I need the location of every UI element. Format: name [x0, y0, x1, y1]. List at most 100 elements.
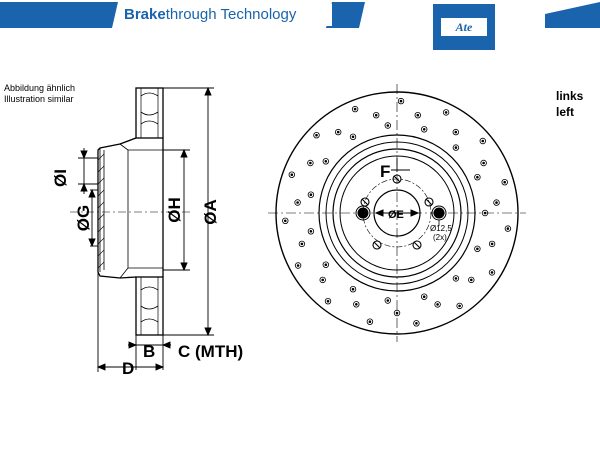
drill-hole-center	[300, 242, 304, 246]
drill-hole	[501, 178, 508, 186]
dim-label-e: ØE	[388, 209, 404, 221]
drill-hole	[319, 276, 326, 284]
drill-hole-center	[374, 113, 378, 117]
drill-hole-center	[296, 201, 299, 204]
drill-hole	[322, 158, 329, 165]
drill-hole-center	[476, 247, 479, 251]
ate-logo-text: Ate	[441, 18, 487, 36]
drill-hole-center	[454, 277, 458, 280]
drill-hole	[488, 269, 496, 276]
drill-hole	[282, 217, 289, 224]
threaded-hole-left	[357, 207, 369, 219]
drill-hole-center	[495, 201, 498, 204]
front-labels: F ØE Ø12,5 (2x)	[380, 162, 452, 242]
drill-hole-center	[290, 173, 294, 177]
drill-hole	[324, 298, 332, 305]
drill-hole-center	[354, 302, 358, 306]
drill-hole-center	[436, 303, 439, 306]
drill-hole	[322, 261, 329, 268]
note-line-de: Abbildung ähnlich	[4, 83, 76, 93]
drill-hole-center	[482, 161, 485, 165]
drill-hole	[442, 109, 450, 116]
drill-hole-center	[321, 278, 325, 282]
dim-label-h: ØH	[165, 197, 184, 223]
hole-count-label: (2x)	[433, 233, 447, 242]
dim-label-c: C (MTH)	[178, 342, 243, 361]
drill-hole-center	[415, 321, 418, 325]
dim-label-g: ØG	[74, 205, 93, 231]
drill-hole-center	[476, 175, 479, 179]
drill-hole-center	[324, 263, 328, 267]
brand-title: Brakethrough Technology	[118, 4, 332, 26]
drill-hole-center	[351, 287, 355, 291]
dim-label-i: ØI	[51, 169, 70, 187]
drill-holes	[282, 97, 512, 327]
drill-hole	[349, 133, 357, 140]
ate-logo: Ate	[433, 4, 495, 50]
drill-hole	[488, 240, 496, 248]
drill-hole	[452, 275, 460, 282]
header-band-mid	[326, 2, 365, 28]
side-label-de: links	[556, 89, 584, 103]
drill-hole	[298, 240, 306, 248]
drill-hole-center	[422, 128, 426, 131]
drill-hole	[307, 228, 315, 235]
drill-hole-center	[386, 299, 390, 302]
drill-hole	[384, 297, 391, 304]
drill-hole	[414, 111, 421, 119]
drill-hole-center	[469, 278, 473, 282]
drill-hole-center	[503, 180, 507, 184]
drill-hole-center	[444, 111, 448, 114]
drill-hole-center	[283, 219, 287, 223]
drill-hole	[393, 309, 401, 317]
drill-hole-center	[422, 295, 426, 299]
dim-label-b: B	[143, 342, 155, 361]
drill-hole	[468, 276, 475, 284]
drill-hole	[294, 199, 301, 206]
drill-hole	[452, 128, 459, 136]
illustration-note: Abbildung ähnlich Illustration similar	[4, 83, 75, 105]
side-dimensions	[78, 86, 214, 372]
drill-hole-center	[458, 304, 461, 308]
drill-hole-center	[399, 99, 403, 103]
drill-hole	[413, 320, 420, 327]
drill-hole-center	[395, 311, 399, 315]
header-band-right	[545, 2, 600, 28]
drill-hole	[307, 159, 314, 167]
drill-hole-center	[353, 107, 357, 111]
drill-hole	[366, 318, 374, 325]
drill-hole	[452, 144, 460, 151]
hole-size-label: Ø12,5	[430, 224, 452, 233]
drill-hole-center	[454, 130, 458, 134]
drill-hole-center	[386, 124, 390, 127]
drill-hole	[294, 262, 302, 269]
side-label: links left	[556, 88, 583, 120]
dim-label-a: ØA	[201, 199, 220, 225]
drill-hole-center	[481, 139, 485, 143]
drill-hole	[373, 111, 380, 119]
drill-hole	[479, 137, 486, 145]
side-label-en: left	[556, 105, 574, 119]
drill-hole-center	[506, 227, 510, 230]
drill-hole	[434, 301, 441, 308]
drill-hole	[481, 209, 489, 217]
drill-hole	[480, 159, 487, 167]
drill-hole	[288, 171, 295, 178]
bolt-holes	[360, 174, 434, 250]
drill-hole-center	[326, 299, 330, 303]
drill-hole	[474, 173, 481, 181]
drill-hole	[474, 245, 481, 252]
drill-hole-center	[490, 271, 494, 274]
dim-label-f: F	[380, 162, 390, 181]
drill-hole-center	[490, 242, 494, 246]
drill-hole-center	[309, 230, 313, 233]
drill-hole-center	[483, 211, 487, 215]
drill-hole	[353, 301, 360, 308]
front-view	[268, 84, 526, 342]
drill-hole	[307, 191, 315, 198]
drill-hole-center	[454, 146, 458, 149]
drill-hole-center	[351, 135, 355, 139]
drill-hole	[335, 128, 342, 136]
drill-hole	[493, 199, 500, 206]
